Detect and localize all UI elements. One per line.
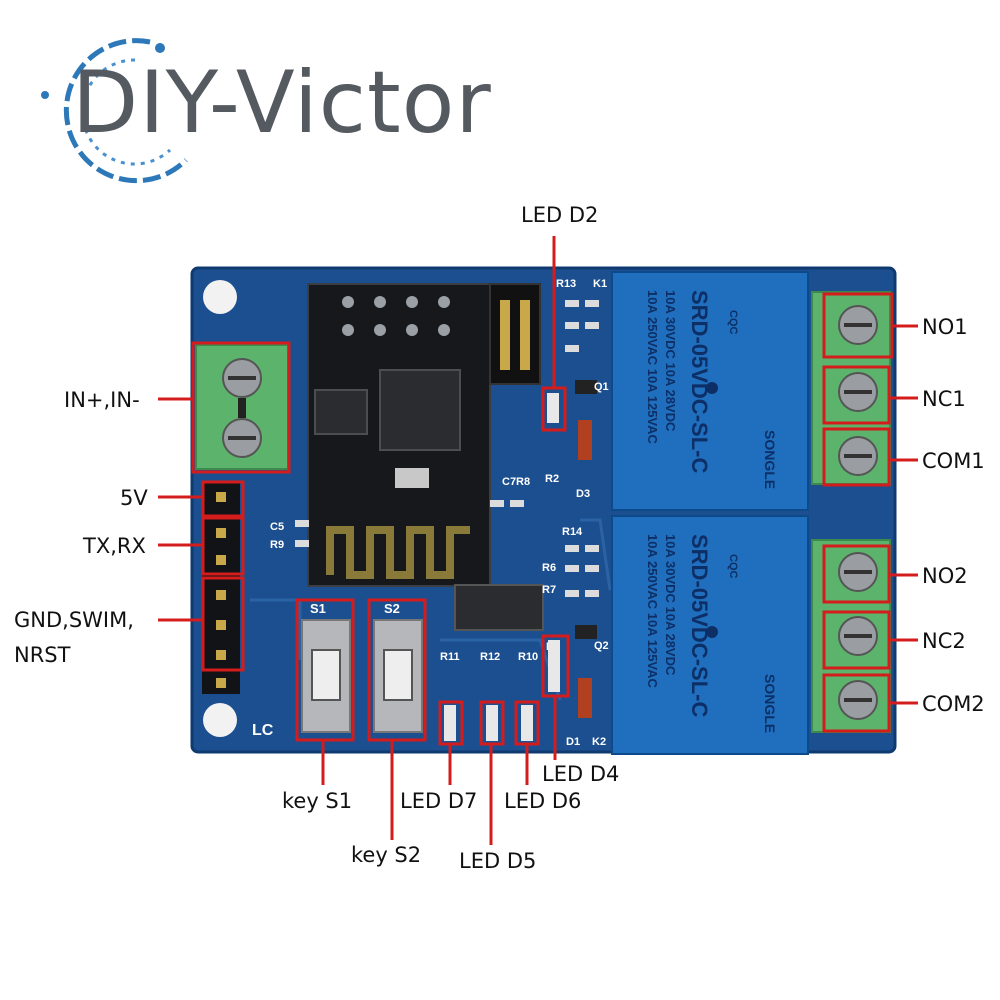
- transistor-q2: [575, 625, 597, 639]
- callout-s1: [295, 598, 355, 742]
- esp01-module: [307, 283, 491, 587]
- labels: LED D2 IN+,IN- 5V TX,RX GND,SWIM, NRST k…: [14, 203, 985, 873]
- label-led-d7: LED D7: [400, 789, 477, 813]
- mounting-hole: [203, 280, 237, 314]
- label-key-s2: key S2: [351, 843, 421, 867]
- transistor-q1: [575, 380, 597, 394]
- silk-r6: R6: [542, 562, 556, 574]
- relay1-model: SRD-05VDC-SL-C: [687, 290, 712, 473]
- silk-lc: LC: [252, 722, 274, 739]
- label-no1: NO1: [922, 315, 968, 339]
- relay1-rating-2: 10A 30VDC 10A 28VDC: [663, 290, 678, 432]
- brand-name: DIY-Victor: [72, 53, 492, 153]
- relay2-rating-2: 10A 30VDC 10A 28VDC: [663, 534, 678, 676]
- logo-ring-icon: [41, 38, 188, 184]
- silk-k1: K1: [593, 278, 607, 290]
- relay2-maker: SONGLE: [762, 674, 778, 733]
- button-s1: [301, 619, 351, 733]
- relay2-cqc: CQC: [727, 554, 739, 579]
- silk-k2: K2: [592, 736, 606, 748]
- pin-header: [202, 482, 240, 694]
- label-led-d4: LED D4: [542, 762, 619, 786]
- relay-2: 10A 250VAC 10A 125VAC 10A 30VDC 10A 28VD…: [611, 515, 809, 755]
- label-gnd-swim: GND,SWIM,: [14, 608, 134, 632]
- label-nc2: NC2: [922, 629, 966, 653]
- flash-chip: [314, 389, 368, 435]
- silk-r7: R7: [542, 584, 556, 596]
- relay2-model: SRD-05VDC-SL-C: [687, 534, 712, 717]
- silk-c7r8: C7R8: [502, 476, 530, 488]
- silk-q2: Q2: [594, 640, 609, 652]
- diode-d3: [578, 420, 592, 460]
- leader-lines: [158, 236, 918, 845]
- callout-in: [191, 341, 291, 474]
- callout-s2: [367, 598, 427, 742]
- mcu-chip: [454, 584, 544, 631]
- crystal: [395, 468, 429, 488]
- relay2-rating-1: 10A 250VAC 10A 125VAC: [645, 534, 660, 689]
- label-com2: COM2: [922, 692, 985, 716]
- diode-d1: [578, 678, 592, 718]
- label-no2: NO2: [922, 564, 968, 588]
- relay1-maker: SONGLE: [762, 430, 778, 489]
- silkscreen: S1 S2 LC R13 K1 Q1 R2 D3 C7R8 C5 R9 R14 …: [252, 278, 609, 748]
- button-s2: [373, 619, 423, 733]
- antenna-trace: [326, 526, 470, 579]
- jumper-header: [489, 283, 541, 385]
- silk-q1: Q1: [594, 381, 609, 393]
- silk-r9: R9: [270, 539, 284, 551]
- label-com1: COM1: [922, 449, 985, 473]
- label-led-d2: LED D2: [521, 203, 598, 227]
- smd-components: [295, 300, 599, 597]
- label-key-s1: key S1: [282, 789, 352, 813]
- callout-nc1: [822, 365, 891, 425]
- silk-r11: R11: [440, 651, 460, 663]
- silk-r10: R10: [518, 651, 538, 663]
- callout-gnd: [201, 576, 245, 672]
- leds: [444, 393, 560, 741]
- silk-d1: D1: [566, 736, 580, 748]
- label-in: IN+,IN-: [64, 388, 140, 412]
- label-5v: 5V: [120, 486, 148, 510]
- silk-s1: S1: [310, 601, 326, 616]
- relay1-rating-1: 10A 250VAC 10A 125VAC: [645, 290, 660, 445]
- brand-logo: DIY-Victor: [41, 38, 492, 184]
- esp-chip: [379, 369, 461, 451]
- silk-r13: R13: [556, 278, 576, 290]
- power-terminal: [195, 344, 289, 470]
- silk-r12: R12: [480, 651, 500, 663]
- silk-c5: C5: [270, 521, 284, 533]
- label-nrst: NRST: [14, 643, 71, 667]
- silk-r2: R2: [545, 473, 559, 485]
- label-led-d6: LED D6: [504, 789, 581, 813]
- label-txrx: TX,RX: [82, 534, 146, 558]
- relay1-cqc: CQC: [727, 310, 739, 335]
- label-nc1: NC1: [922, 387, 966, 411]
- callout-com1: [822, 427, 891, 487]
- callout-5v: [201, 480, 245, 518]
- mounting-hole: [203, 703, 237, 737]
- silk-d3: D3: [576, 488, 590, 500]
- label-led-d5: LED D5: [459, 849, 536, 873]
- silk-s2: S2: [384, 601, 400, 616]
- silk-r14: R14: [562, 526, 583, 538]
- relay-1: 10A 250VAC 10A 125VAC 10A 30VDC 10A 28VD…: [611, 271, 809, 511]
